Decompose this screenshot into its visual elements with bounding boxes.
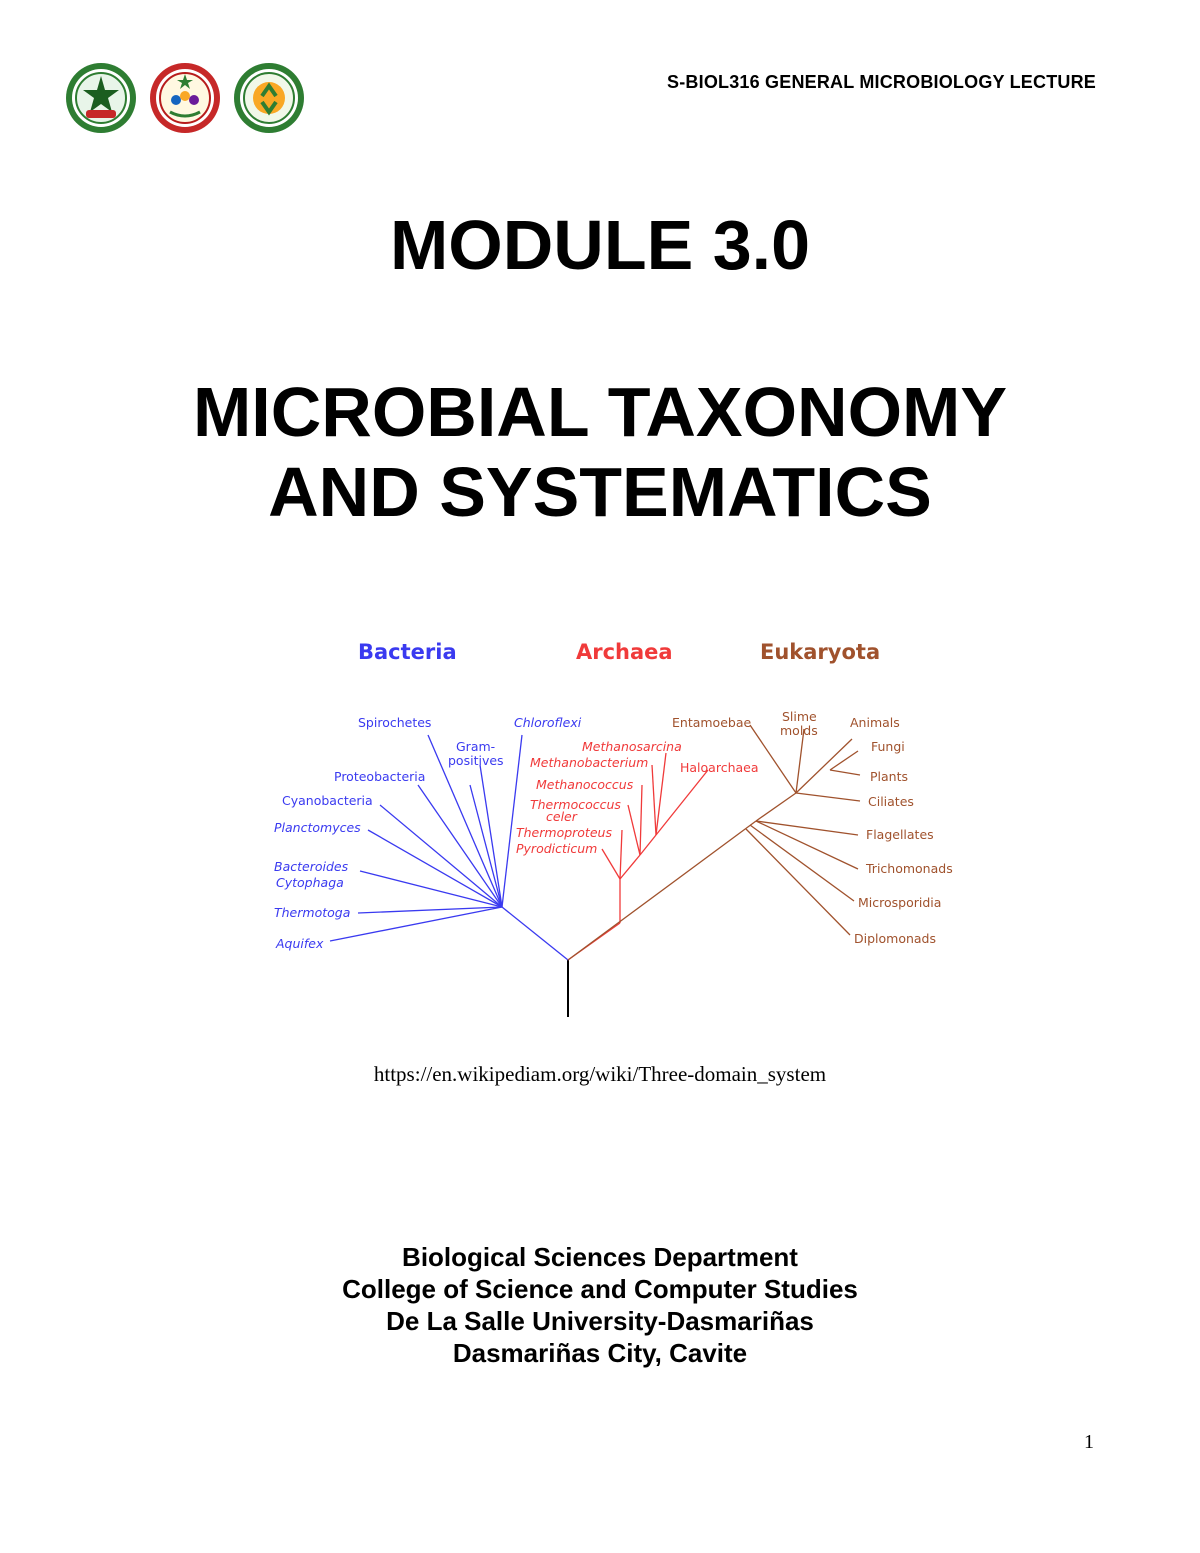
label-aquifex: Aquifex xyxy=(275,936,324,951)
label-cyanobacteria: Cyanobacteria xyxy=(282,793,373,808)
domain-bacteria-label: Bacteria xyxy=(358,640,457,664)
label-diplomonads: Diplomonads xyxy=(854,931,936,946)
university-seal-logo xyxy=(66,63,136,133)
label-thermoproteus: Thermoproteus xyxy=(516,825,612,840)
label-trichomonads: Trichomonads xyxy=(865,861,953,876)
label-celer: celer xyxy=(546,809,578,824)
department-line-1: Biological Sciences Department xyxy=(402,1242,798,1272)
label-plants: Plants xyxy=(870,769,908,784)
label-entamoebae: Entamoebae xyxy=(672,715,751,730)
department-block: Biological Sciences Department College o… xyxy=(0,1241,1200,1369)
label-methanobacterium: Methanobacterium xyxy=(530,755,648,770)
label-molds: molds xyxy=(780,723,818,738)
domain-eukaryota-label: Eukaryota xyxy=(760,640,880,664)
label-positives: positives xyxy=(448,753,504,768)
module-title-line-2: AND SYSTEMATICS xyxy=(268,453,932,531)
eukaryota-branches xyxy=(567,724,861,961)
label-gram: Gram- xyxy=(456,739,495,754)
bacteria-branches xyxy=(329,734,569,961)
header-logos xyxy=(64,62,310,134)
label-microsporidia: Microsporidia xyxy=(858,895,941,910)
module-title: MICROBIAL TAXONOMY AND SYSTEMATICS xyxy=(0,372,1200,532)
college-seal-logo xyxy=(150,63,220,133)
module-number: MODULE 3.0 xyxy=(389,206,811,284)
label-pyrodicticum: Pyrodicticum xyxy=(516,841,597,856)
domain-archaea-label: Archaea xyxy=(576,640,673,664)
label-spirochetes: Spirochetes xyxy=(358,715,431,730)
label-animals: Animals xyxy=(850,715,900,730)
phylogenetic-tree-figure: Bacteria Archaea Eukaryota Spirochetes C… xyxy=(274,640,953,1017)
label-bacteroides: Bacteroides xyxy=(274,859,349,874)
department-line-4: Dasmariñas City, Cavite xyxy=(452,1338,748,1368)
label-flagellates: Flagellates xyxy=(866,827,934,842)
page-number: 1 xyxy=(1084,1431,1094,1453)
label-ciliates: Ciliates xyxy=(868,794,914,809)
figure-source-url: https://en.wikipediam.org/wiki/Three-dom… xyxy=(373,1062,827,1086)
eukaryota-labels: Entamoebae Slime molds Animals Fungi Pla… xyxy=(672,709,953,946)
department-line-3: De La Salle University-Dasmariñas xyxy=(386,1306,814,1336)
label-planctomyces: Planctomyces xyxy=(274,820,361,835)
label-cytophaga: Cytophaga xyxy=(276,875,344,890)
label-haloarchaea: Haloarchaea xyxy=(680,760,759,775)
label-proteobacteria: Proteobacteria xyxy=(334,769,425,784)
bacteria-labels: Spirochetes Chloroflexi Gram- positives … xyxy=(274,715,582,951)
label-thermococcus: Thermococcus xyxy=(530,797,621,812)
department-line-2: College of Science and Computer Studies xyxy=(342,1274,858,1304)
label-slime: Slime xyxy=(782,709,817,724)
label-chloroflexi: Chloroflexi xyxy=(514,715,582,730)
department-seal-logo xyxy=(234,63,304,133)
course-header: S-BIOL316 GENERAL MICROBIOLOGY LECTURE xyxy=(667,72,1096,92)
label-fungi: Fungi xyxy=(871,739,905,754)
module-title-line-1: MICROBIAL TAXONOMY xyxy=(192,373,1008,451)
label-thermotoga: Thermotoga xyxy=(274,905,350,920)
label-methanococcus: Methanococcus xyxy=(536,777,634,792)
archaea-labels: Methanosarcina Methanobacterium Haloarch… xyxy=(516,739,759,856)
label-methanosarcina: Methanosarcina xyxy=(582,739,682,754)
